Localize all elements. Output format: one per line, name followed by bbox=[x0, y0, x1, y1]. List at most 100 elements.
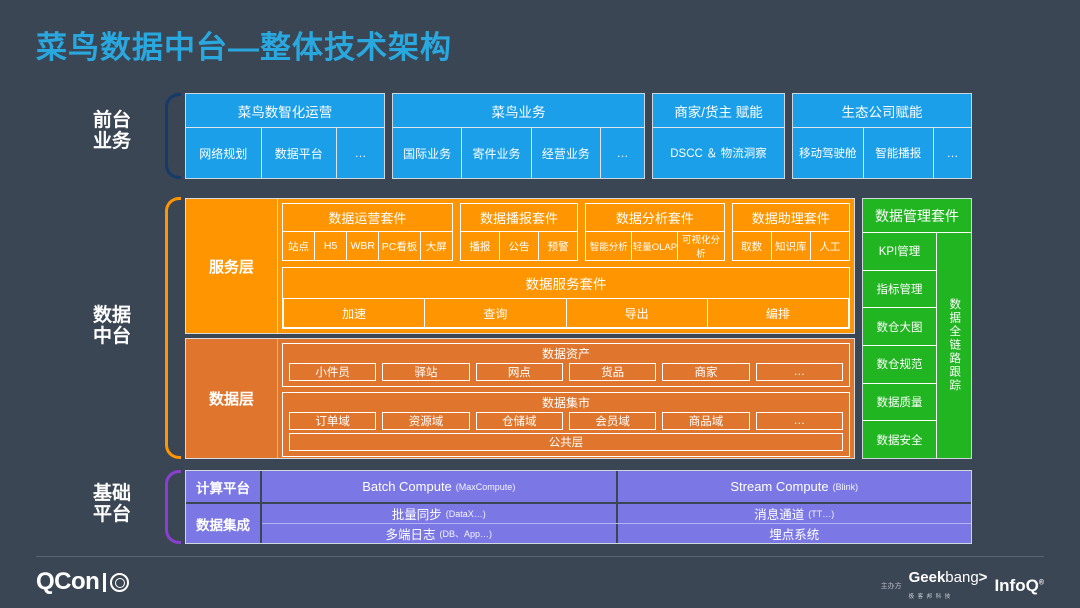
service-layer: 服务层 数据运营套件 站点 H5 WBR PC看板 大屏 数据播报套件 bbox=[185, 198, 855, 334]
suite-items: 站点 H5 WBR PC看板 大屏 bbox=[283, 232, 452, 260]
management-item-warehouse-standard[interactable]: 数仓规范 bbox=[863, 345, 936, 383]
integration-cell-tracking-system[interactable]: 埋点系统 bbox=[615, 524, 972, 543]
suite-data-operations[interactable]: 数据运营套件 站点 H5 WBR PC看板 大屏 bbox=[282, 203, 453, 261]
integration-cell-message-channel[interactable]: 消息通道 (TT…) bbox=[615, 504, 972, 523]
front-item-more[interactable]: … bbox=[336, 128, 384, 178]
suite-item[interactable]: WBR bbox=[346, 232, 378, 260]
integration-cell-tracking-system-main: 埋点系统 bbox=[769, 528, 820, 542]
data-asset-item[interactable]: 网点 bbox=[475, 363, 563, 381]
suite-item[interactable]: 公告 bbox=[498, 232, 538, 260]
front-item[interactable]: 数据平台 bbox=[260, 128, 337, 178]
integration-cell-multi-log[interactable]: 多端日志 (DB、App…) bbox=[262, 524, 616, 543]
data-lineage-tracking[interactable]: 数据全链路跟踪 bbox=[948, 298, 961, 393]
data-asset-item[interactable]: 小件员 bbox=[289, 363, 377, 381]
data-service-suite-header: 数据服务套件 bbox=[525, 277, 607, 292]
front-item[interactable]: DSCC ＆ 物流洞察 bbox=[670, 148, 767, 160]
front-item[interactable]: 经营业务 bbox=[530, 128, 600, 178]
management-item-quality[interactable]: 数据质量 bbox=[863, 382, 936, 421]
suite-item[interactable]: 知识库 bbox=[770, 232, 810, 260]
suite-item[interactable]: 人工 bbox=[809, 232, 849, 260]
suite-items: 播报 公告 预警 bbox=[461, 232, 577, 260]
data-mart-block[interactable]: 数据集市 订单域 资源域 仓储域 会员域 商品域 … 公共层 bbox=[282, 392, 850, 457]
compute-cell-stream-note: (Blink) bbox=[832, 481, 859, 492]
compute-platform-label: 计算平台 bbox=[186, 471, 262, 502]
front-group-1[interactable]: 菜鸟业务 国际业务 寄件业务 经营业务 … bbox=[392, 93, 645, 179]
suite-item[interactable]: 智能分析 bbox=[589, 242, 628, 253]
suite-data-assistant[interactable]: 数据助理套件 取数 知识库 人工 bbox=[731, 203, 851, 261]
front-group-2-header: 商家/货主 赋能 bbox=[653, 94, 784, 128]
data-mart-item-more[interactable]: … bbox=[755, 412, 843, 430]
footer-divider bbox=[36, 556, 1044, 557]
management-item-warehouse-map[interactable]: 数仓大图 bbox=[863, 307, 936, 345]
front-group-3[interactable]: 生态公司赋能 移动驾驶舱 智能播报 … bbox=[792, 93, 972, 179]
data-mart-item[interactable]: 资源域 bbox=[382, 412, 470, 430]
side-label-middle-line2: 中台 bbox=[92, 326, 131, 348]
suite-item[interactable]: 轻量OLAP bbox=[631, 232, 677, 260]
suite-data-broadcast[interactable]: 数据播报套件 播报 公告 预警 bbox=[459, 203, 579, 261]
front-item[interactable]: 网络规划 bbox=[199, 146, 248, 161]
data-assets-header: 数据资产 bbox=[541, 347, 590, 361]
front-item-more[interactable]: … bbox=[933, 128, 971, 178]
management-item-kpi[interactable]: KPI管理 bbox=[878, 246, 921, 259]
compute-platform-row: 计算平台 Batch Compute (MaxCompute) Stream C… bbox=[186, 471, 971, 502]
data-mart-item[interactable]: 会员域 bbox=[568, 412, 657, 430]
data-management-list: KPI管理 指标管理 数仓大图 数仓规范 数据质量 数据安全 bbox=[863, 233, 937, 458]
suite-item[interactable]: 大屏 bbox=[419, 232, 452, 260]
data-asset-item[interactable]: 商家 bbox=[662, 363, 750, 381]
suite-header: 数据播报套件 bbox=[460, 204, 578, 232]
data-asset-item[interactable]: 驿站 bbox=[382, 363, 470, 381]
integration-cell-batch-sync-note: (DataX…) bbox=[445, 508, 486, 519]
data-mart-item[interactable]: 仓储域 bbox=[475, 412, 563, 430]
data-mart-common-layer[interactable]: 公共层 bbox=[289, 433, 843, 451]
integration-cell-batch-sync-main: 批量同步 bbox=[391, 508, 442, 522]
data-assets-block[interactable]: 数据资产 小件员 驿站 网点 货品 商家 … bbox=[282, 343, 850, 387]
data-service-item[interactable]: 编排 bbox=[706, 298, 849, 328]
data-integration-label: 数据集成 bbox=[186, 504, 262, 543]
suite-data-analysis[interactable]: 数据分析套件 智能分析 轻量OLAP 可视化分析 bbox=[585, 203, 725, 261]
suite-item[interactable]: 播报 bbox=[469, 240, 491, 253]
compute-cell-stream[interactable]: Stream Compute (Blink) bbox=[615, 471, 972, 502]
front-item[interactable]: 国际业务 bbox=[403, 146, 452, 161]
front-group-3-items: 移动驾驶舱 智能播报 … bbox=[793, 128, 971, 178]
data-service-suite[interactable]: 数据服务套件 加速 查询 导出 编排 bbox=[282, 267, 850, 329]
front-group-0-items: 网络规划 数据平台 … bbox=[186, 128, 384, 178]
page-title: 菜鸟数据中台—整体技术架构 bbox=[36, 30, 452, 65]
front-group-0[interactable]: 菜鸟数智化运营 网络规划 数据平台 … bbox=[185, 93, 385, 179]
data-service-item[interactable]: 加速 bbox=[283, 298, 425, 328]
service-suite-row: 数据运营套件 站点 H5 WBR PC看板 大屏 数据播报套件 播报 公告 预警 bbox=[282, 203, 851, 261]
data-mart-item[interactable]: 订单域 bbox=[289, 412, 377, 430]
suite-item[interactable]: 取数 bbox=[741, 240, 763, 253]
data-asset-item-more[interactable]: … bbox=[755, 363, 843, 381]
compute-cell-batch[interactable]: Batch Compute (MaxCompute) bbox=[262, 471, 616, 502]
suite-item[interactable]: H5 bbox=[314, 232, 346, 260]
bracket-front bbox=[165, 93, 181, 179]
front-group-1-header: 菜鸟业务 bbox=[393, 94, 644, 128]
front-group-2-items: DSCC ＆ 物流洞察 bbox=[653, 128, 784, 178]
suite-header: 数据分析套件 bbox=[586, 204, 724, 232]
integration-cell-batch-sync[interactable]: 批量同步 (DataX…) bbox=[262, 504, 616, 523]
suite-items: 取数 知识库 人工 bbox=[733, 232, 849, 260]
data-asset-item[interactable]: 货品 bbox=[568, 363, 657, 381]
geekbang-wordmark: Geekbang> bbox=[908, 569, 988, 586]
data-layer: 数据层 数据资产 小件员 驿站 网点 货品 商家 … 数据集市 订单域 资源域 bbox=[185, 338, 855, 459]
data-service-item[interactable]: 导出 bbox=[565, 298, 707, 328]
front-group-1-items: 国际业务 寄件业务 经营业务 … bbox=[393, 128, 644, 178]
suite-item[interactable]: 站点 bbox=[288, 240, 310, 253]
side-label-bottom: 基础 平台 bbox=[64, 483, 160, 526]
data-service-suite-items: 加速 查询 导出 编排 bbox=[283, 298, 849, 328]
management-item-metric[interactable]: 指标管理 bbox=[863, 269, 936, 308]
suite-item[interactable]: PC看板 bbox=[378, 232, 419, 260]
front-item[interactable]: 智能播报 bbox=[862, 128, 934, 178]
suite-item[interactable]: 预警 bbox=[538, 232, 577, 260]
front-group-2[interactable]: 商家/货主 赋能 DSCC ＆ 物流洞察 bbox=[652, 93, 785, 179]
front-item[interactable]: 寄件业务 bbox=[461, 128, 530, 178]
integration-cell-message-channel-note: (TT…) bbox=[808, 508, 835, 519]
front-item-more[interactable]: … bbox=[599, 128, 644, 178]
data-mart-item[interactable]: 商品域 bbox=[662, 412, 750, 430]
side-label-front-line2: 业务 bbox=[92, 131, 131, 153]
front-item[interactable]: 移动驾驶舱 bbox=[799, 148, 857, 160]
suite-item[interactable]: 可视化分析 bbox=[677, 232, 723, 260]
management-item-security[interactable]: 数据安全 bbox=[863, 420, 936, 458]
data-service-item[interactable]: 查询 bbox=[424, 298, 566, 328]
